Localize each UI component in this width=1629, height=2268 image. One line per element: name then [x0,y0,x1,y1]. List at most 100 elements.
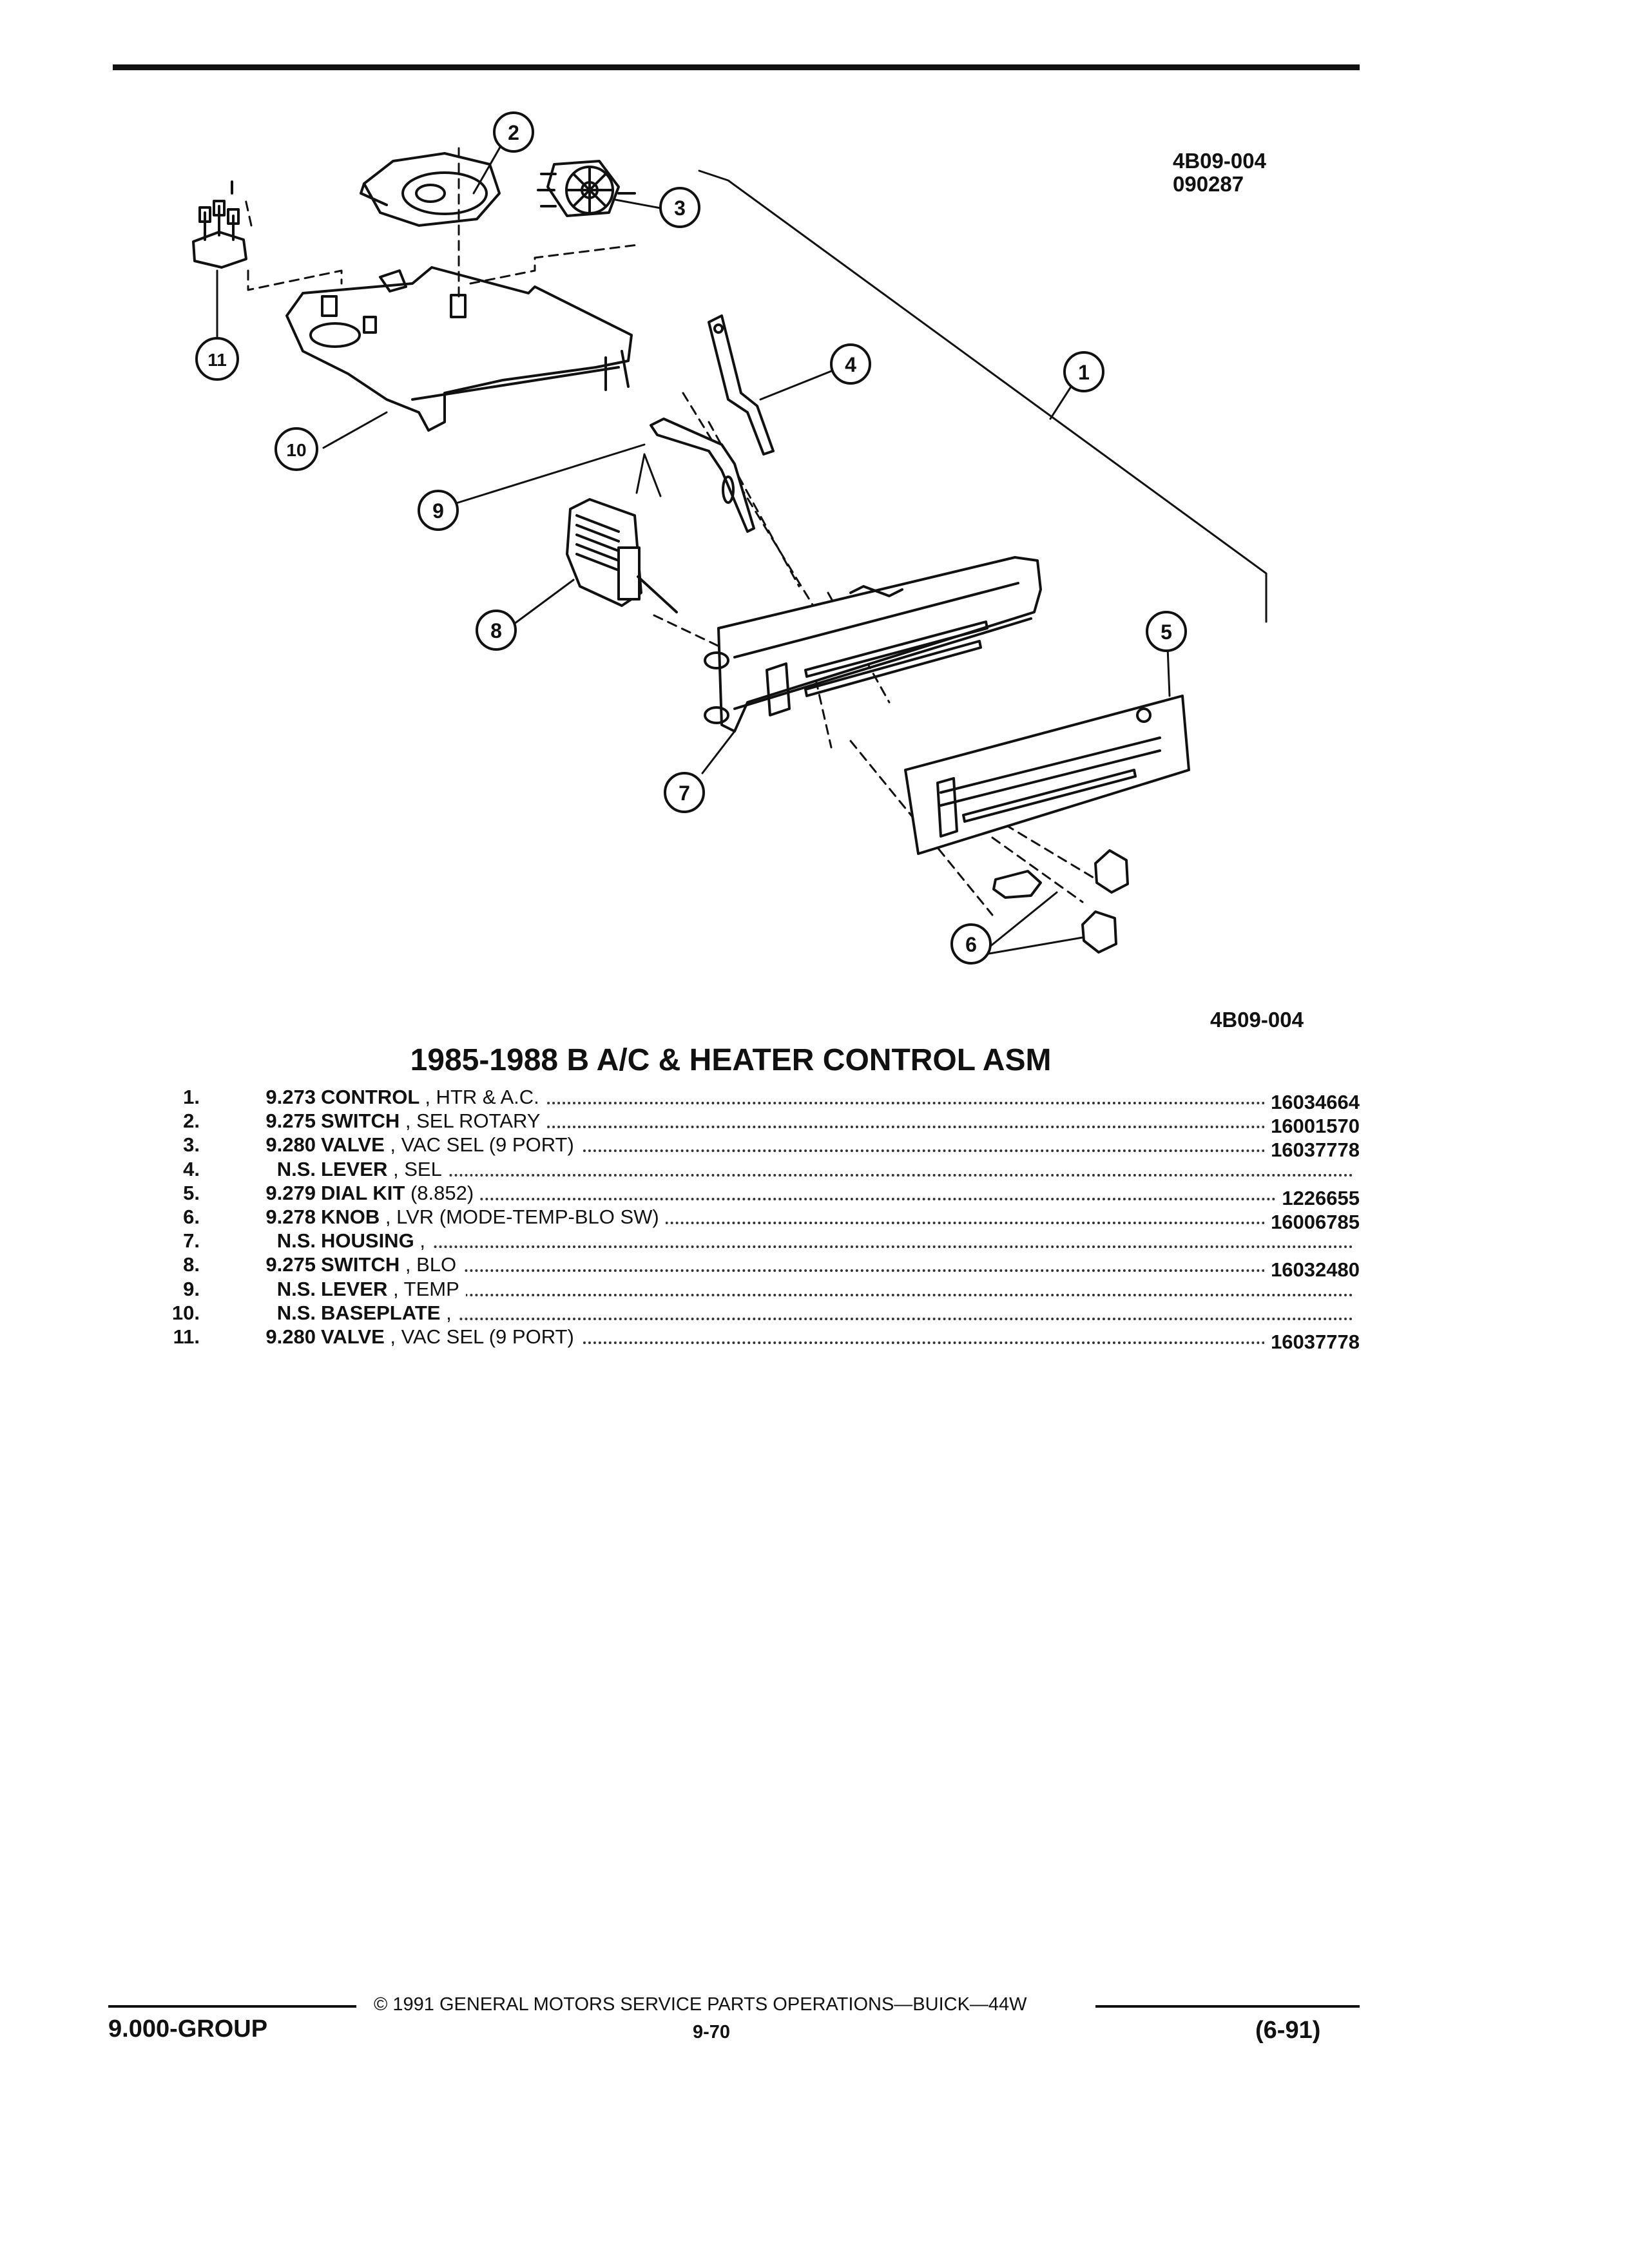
part-description: DIAL KIT (8.852) [321,1180,481,1205]
item-number: 2. [183,1110,200,1133]
item-number: 1. [183,1086,200,1108]
dot-leader [321,1126,1353,1129]
svg-text:5: 5 [1161,620,1172,644]
item-number: 10. [171,1301,200,1324]
callout-6: 6 [950,923,992,965]
parts-row: 7.N.S.HOUSING , [148,1229,1360,1253]
item-number: 3. [183,1133,200,1157]
part-number: 16037778 [1264,1138,1360,1162]
dot-leader [321,1149,1353,1153]
item-number: 7. [183,1229,200,1253]
callout-1: 1 [1063,351,1104,392]
part-description: VALVE , VAC SEL (9 PORT) [321,1325,581,1349]
part-number: 1226655 [1275,1186,1360,1210]
group-code: N.S. [276,1277,316,1300]
svg-text:7: 7 [679,782,690,805]
diagram-ref-code-bottom: 4B09-004 [1210,1008,1304,1032]
parts-row: 9.N.S.LEVER , TEMP [148,1276,1360,1301]
callout-2: 2 [493,111,534,153]
part-name: HOUSING [321,1229,414,1253]
part-description: SWITCH , BLO [321,1253,463,1277]
part-name: SWITCH [321,1253,400,1276]
svg-text:2: 2 [508,121,519,144]
svg-text:10: 10 [286,440,306,460]
part-number: 16034664 [1264,1090,1360,1114]
footer-group: 9.000-GROUP [108,2015,268,2042]
select-lever-4-drawing [708,314,775,456]
callout-10: 10 [275,427,318,471]
item-number: 4. [183,1157,200,1180]
footer-rule-right [1095,2005,1360,2008]
exploded-parts-diagram: 2 3 11 10 4 1 9 8 5 7 6 [192,111,1268,965]
svg-text:6: 6 [965,933,977,956]
callout-8: 8 [476,610,517,651]
footer-date: (6-91) [1255,2017,1321,2044]
dot-leader [321,1173,1353,1177]
callout-3: 3 [659,187,700,228]
svg-text:4: 4 [845,353,856,376]
footer-page-number: 9-70 [693,2022,731,2042]
footer-copyright: © 1991 GENERAL MOTORS SERVICE PARTS OPER… [374,1994,1027,2015]
part-number: 16001570 [1264,1114,1360,1139]
baseplate-10-drawing [285,266,633,432]
parts-row: 10. N.S.BASEPLATE , [148,1300,1360,1325]
part-number: 16006785 [1264,1210,1360,1234]
part-qualifier: , HTR & A.C. [425,1086,539,1108]
part-name: CONTROL [321,1086,419,1108]
callout-5: 5 [1146,611,1187,652]
part-description: KNOB , LVR (MODE-TEMP-BLO SW) [321,1205,666,1229]
part-qualifier: , SEL [392,1157,442,1180]
group-code: 9.273 [265,1086,316,1108]
group-code: 9.280 [265,1133,316,1157]
part-name: KNOB [321,1206,380,1228]
svg-text:9: 9 [432,499,444,523]
dot-leader [321,1102,1353,1104]
part-qualifier: , [419,1229,425,1253]
housing-7-drawing [704,556,1042,733]
dot-leader [321,1341,1353,1344]
item-number: 9. [183,1277,200,1300]
svg-text:8: 8 [490,619,502,642]
top-rule [113,64,1360,70]
group-code: N.S. [276,1157,316,1180]
svg-text:3: 3 [674,197,686,220]
item-number: 8. [183,1253,200,1276]
part-description: LEVER , SEL [321,1157,448,1181]
group-code: 9.279 [265,1181,316,1204]
part-name: BASEPLATE [321,1301,441,1324]
part-number: 16037778 [1264,1330,1360,1354]
svg-text:1: 1 [1078,361,1090,384]
part-qualifier: , BLO [405,1253,457,1276]
part-qualifier: (8.852) [410,1181,474,1204]
dot-leader [321,1317,1353,1320]
knobs-6-drawing [992,849,1129,954]
group-code: 9.275 [265,1110,316,1133]
part-number: 16032480 [1264,1258,1360,1282]
part-description: BASEPLATE , [321,1300,458,1325]
footer-rule-left [108,2005,356,2008]
part-qualifier: , [446,1301,452,1324]
callout-9: 9 [418,490,459,531]
part-name: LEVER [321,1277,388,1300]
group-code: N.S. [276,1301,316,1324]
callout-11: 11 [195,337,239,381]
blower-switch-8-drawing [566,498,678,613]
item-number: 6. [183,1206,200,1228]
part-description: CONTROL , HTR & A.C. [321,1085,546,1109]
vacuum-valve-3-drawing [537,160,636,217]
part-description: SWITCH , SEL ROTARY [321,1109,547,1133]
dot-leader [321,1293,1353,1296]
group-code: 9.278 [265,1206,316,1228]
dial-face-5-drawing [904,695,1190,855]
dot-leader [321,1197,1353,1200]
diagram-ref-date: 090287 [1173,172,1244,196]
part-name: SWITCH [321,1110,400,1133]
dot-leader [321,1222,1353,1224]
dot-leader [321,1269,1353,1273]
